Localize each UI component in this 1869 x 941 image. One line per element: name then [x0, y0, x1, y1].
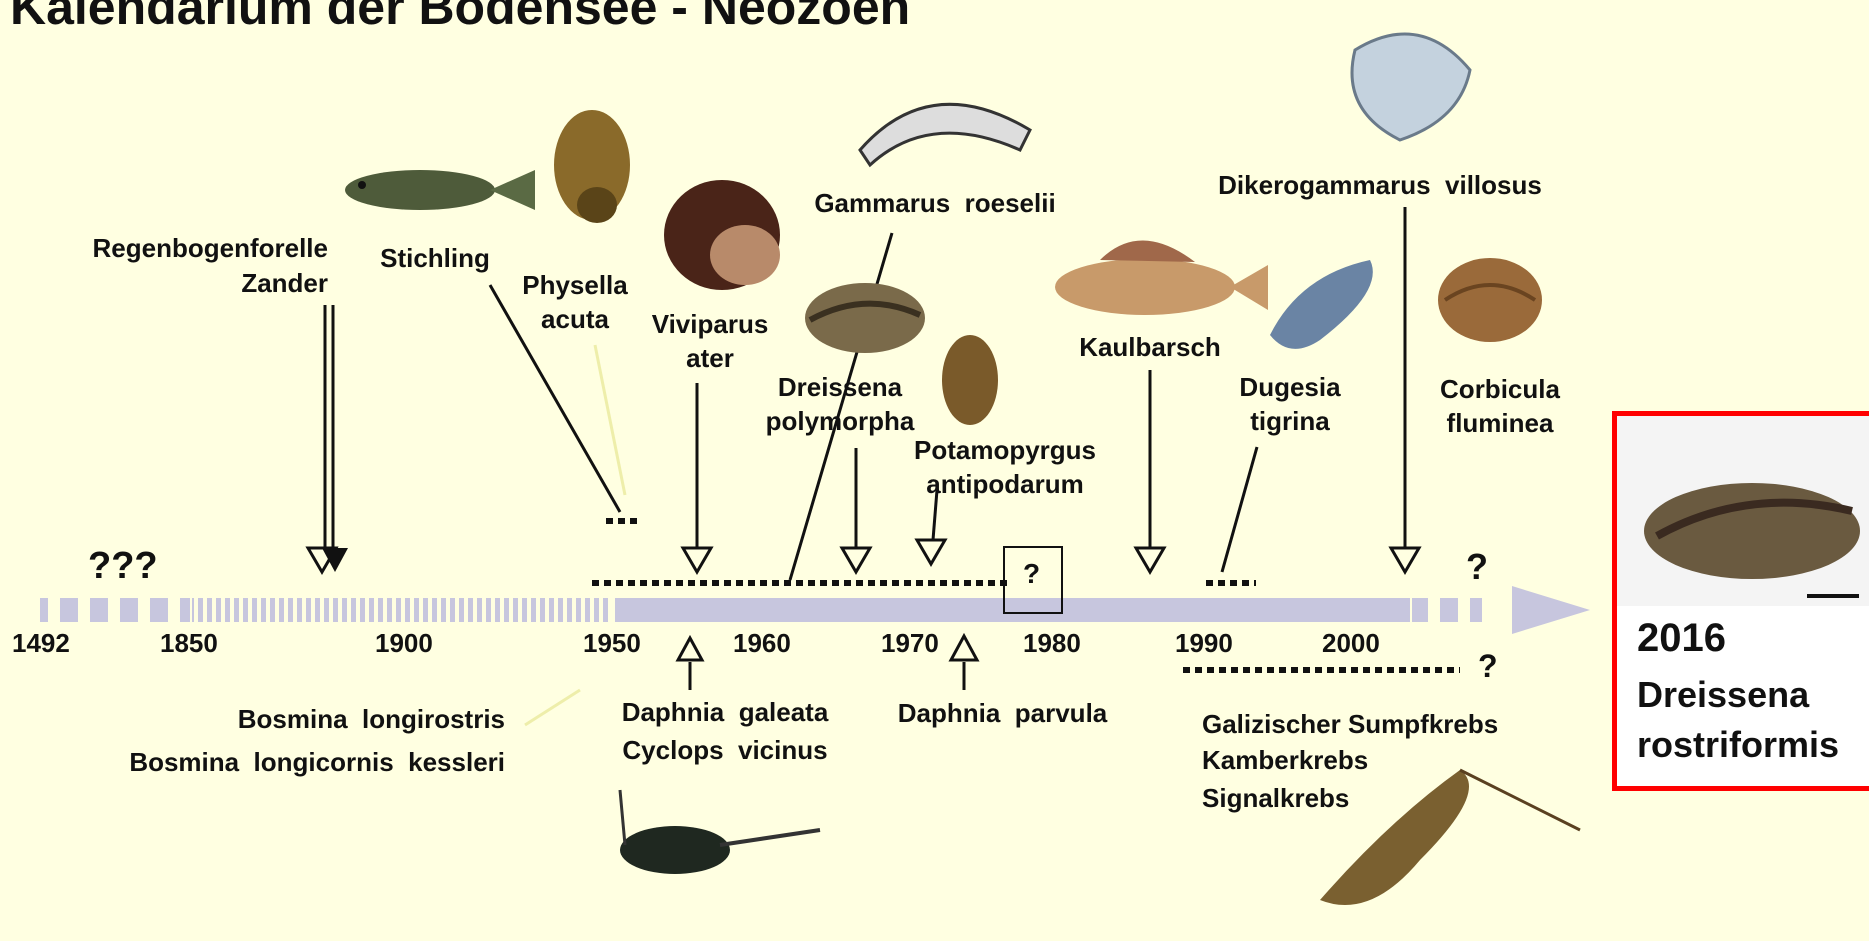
label-gammarus-roeselii: Gammarus roeselii: [795, 186, 1075, 220]
crayfish-icon: [1320, 770, 1580, 905]
timeline-arrowhead: [1512, 586, 1590, 634]
snail-viviparus-icon: [664, 180, 780, 290]
label-daphnia-parvula: Daphnia parvula: [880, 696, 1125, 730]
question-mark-krebse: ?: [1478, 648, 1498, 685]
arrowhead-viviparus: [683, 548, 711, 572]
corbicula-fluminea-icon: [1438, 258, 1542, 342]
dikerogammarus-villosus-icon: [1352, 34, 1470, 140]
label-viviparus: Viviparus ater: [635, 307, 785, 375]
year-1960: 1960: [733, 628, 791, 659]
label-signalkrebs: Signalkrebs: [1202, 781, 1349, 815]
label-cyclops-vicinus: Cyclops vicinus: [600, 733, 850, 767]
question-marks-early: ???: [88, 545, 158, 588]
arrowhead-daphnia-galeata: [678, 638, 702, 660]
year-1980: 1980: [1023, 628, 1081, 659]
dugesia-tigrina-icon: [1270, 260, 1373, 349]
arrowhead-potamopyrgus: [917, 540, 945, 564]
timeline-segment-1850-1950: [192, 598, 612, 622]
arrowhead-daphnia-parvula: [951, 636, 977, 660]
highlight-box-2016: 2016 Dreissena rostriformis: [1612, 411, 1869, 791]
label-dikerogammarus: Dikerogammarus villosus: [1190, 168, 1570, 202]
year-2000: 2000: [1322, 628, 1380, 659]
label-kamberkrebs: Kamberkrebs: [1202, 743, 1368, 777]
fish-stichling-icon: [345, 170, 535, 210]
label-physella: Physella acuta: [510, 268, 640, 336]
label-dreissena-polymorpha: Dreissena polymorpha: [750, 370, 930, 438]
year-1900: 1900: [375, 628, 433, 659]
label-bosmina-longirostris: Bosmina longirostris: [150, 702, 505, 736]
snail-physella-icon: [554, 110, 630, 223]
dreissena-rostriformis-icon: [1617, 416, 1869, 606]
label-bosmina-longicornis: Bosmina longicornis kessleri: [60, 745, 505, 779]
highlight-year: 2016: [1637, 616, 1726, 661]
label-kaulbarsch: Kaulbarsch: [1040, 330, 1260, 364]
label-dugesia: Dugesia tigrina: [1225, 370, 1355, 438]
arrowhead-dikerogammarus: [1391, 548, 1419, 572]
question-mark-box: ?: [1023, 558, 1040, 590]
year-1990: 1990: [1175, 628, 1233, 659]
label-stichling: Stichling: [365, 241, 505, 275]
label-daphnia-galeata: Daphnia galeata: [600, 695, 850, 729]
timeline-segment-late: [1412, 598, 1482, 622]
label-potamopyrgus: Potamopyrgus antipodarum: [895, 433, 1115, 501]
question-mark-late: ?: [1466, 546, 1488, 588]
label-regenbogenforelle: Regenbogenforelle: [40, 231, 328, 265]
label-zander: Zander: [180, 266, 328, 300]
year-1950: 1950: [583, 628, 641, 659]
arrowhead-kaulbarsch: [1136, 548, 1164, 572]
gammarus-roeselii-icon: [860, 104, 1030, 165]
cyclops-vicinus-icon: [620, 790, 820, 874]
snail-potamopyrgus-icon: [942, 335, 998, 425]
arrowhead-dreissena: [842, 548, 870, 572]
year-1850: 1850: [160, 628, 218, 659]
fish-kaulbarsch-icon: [1055, 240, 1268, 315]
mussel-dreissena-icon: [805, 283, 925, 353]
label-corbicula: Corbicula fluminea: [1420, 372, 1580, 440]
label-galizischer-sumpfkrebs: Galizischer Sumpfkrebs: [1202, 707, 1498, 741]
timeline-segment-early: [40, 598, 190, 622]
highlight-species: Dreissena rostriformis: [1637, 670, 1839, 770]
year-1970: 1970: [881, 628, 939, 659]
timeline-segment-solid: [615, 598, 1410, 622]
year-1492: 1492: [12, 628, 70, 659]
